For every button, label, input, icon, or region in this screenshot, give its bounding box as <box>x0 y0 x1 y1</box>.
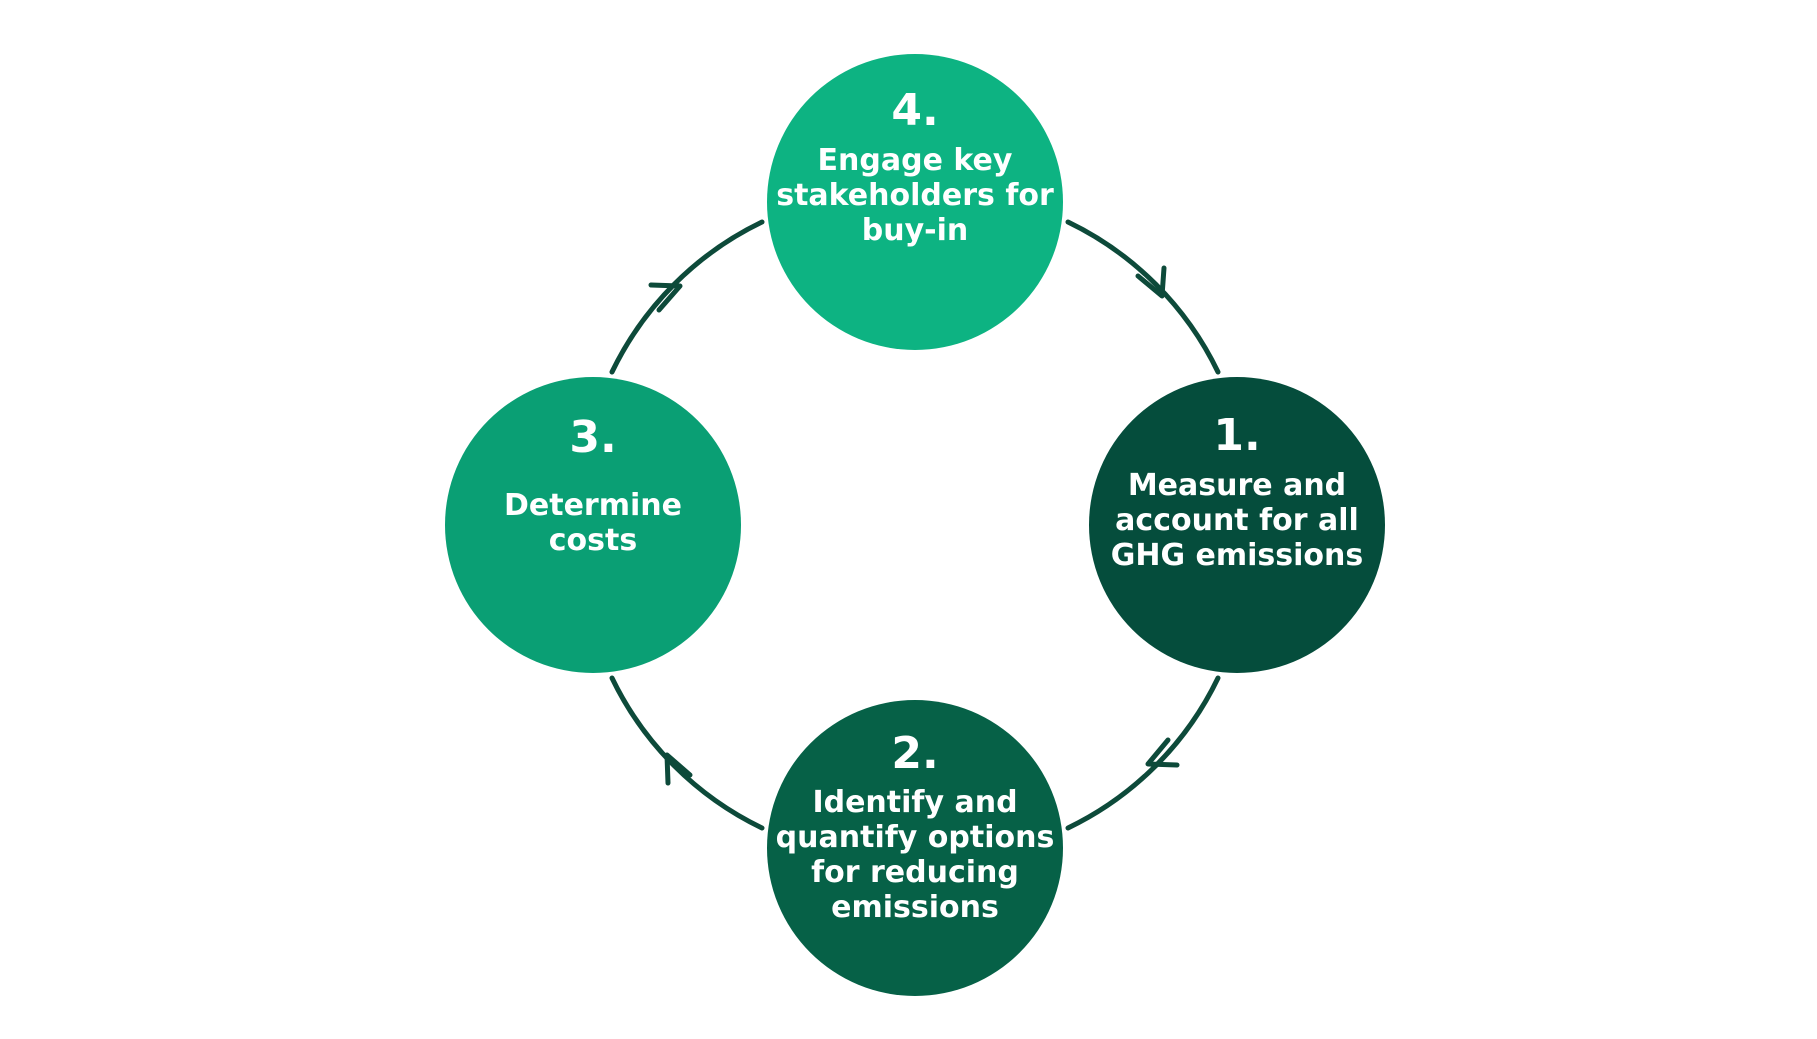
step-label-line: stakeholders for <box>776 178 1054 213</box>
arrow-3-to-4-icon <box>648 282 683 313</box>
step-label-line: costs <box>549 523 637 558</box>
step-label-line: Determine <box>504 488 682 523</box>
connector-4-to-1 <box>1065 219 1221 375</box>
step-circle-4 <box>767 54 1063 350</box>
step-label-line: Identify and <box>812 785 1017 820</box>
step-circle-2 <box>767 700 1063 996</box>
step-number: 1. <box>1213 410 1260 461</box>
step-label-line: for reducing <box>811 855 1019 890</box>
connectors <box>609 219 1221 831</box>
step-label-line: GHG emissions <box>1111 538 1364 573</box>
arrow-1-to-2-icon <box>1145 737 1180 768</box>
step-label-line: emissions <box>831 890 999 925</box>
step-circle-3 <box>445 377 741 673</box>
step-label-line: Engage key <box>818 143 1013 178</box>
arrow-2-to-3-icon <box>664 752 693 786</box>
step-label-line: quantify options <box>776 820 1055 855</box>
step-number: 2. <box>891 728 938 779</box>
step-label-line: Measure and <box>1128 468 1346 503</box>
step-label-line: account for all <box>1115 503 1359 538</box>
connector-3-to-4 <box>609 219 765 375</box>
step-circle-1 <box>1089 377 1385 673</box>
arrow-4-to-1-icon <box>1135 265 1167 299</box>
connector-2-to-3 <box>609 675 765 831</box>
step-label-line: buy-in <box>862 213 968 248</box>
step-number: 3. <box>569 412 616 463</box>
connector-1-to-2 <box>1065 675 1221 831</box>
step-number: 4. <box>891 85 938 136</box>
